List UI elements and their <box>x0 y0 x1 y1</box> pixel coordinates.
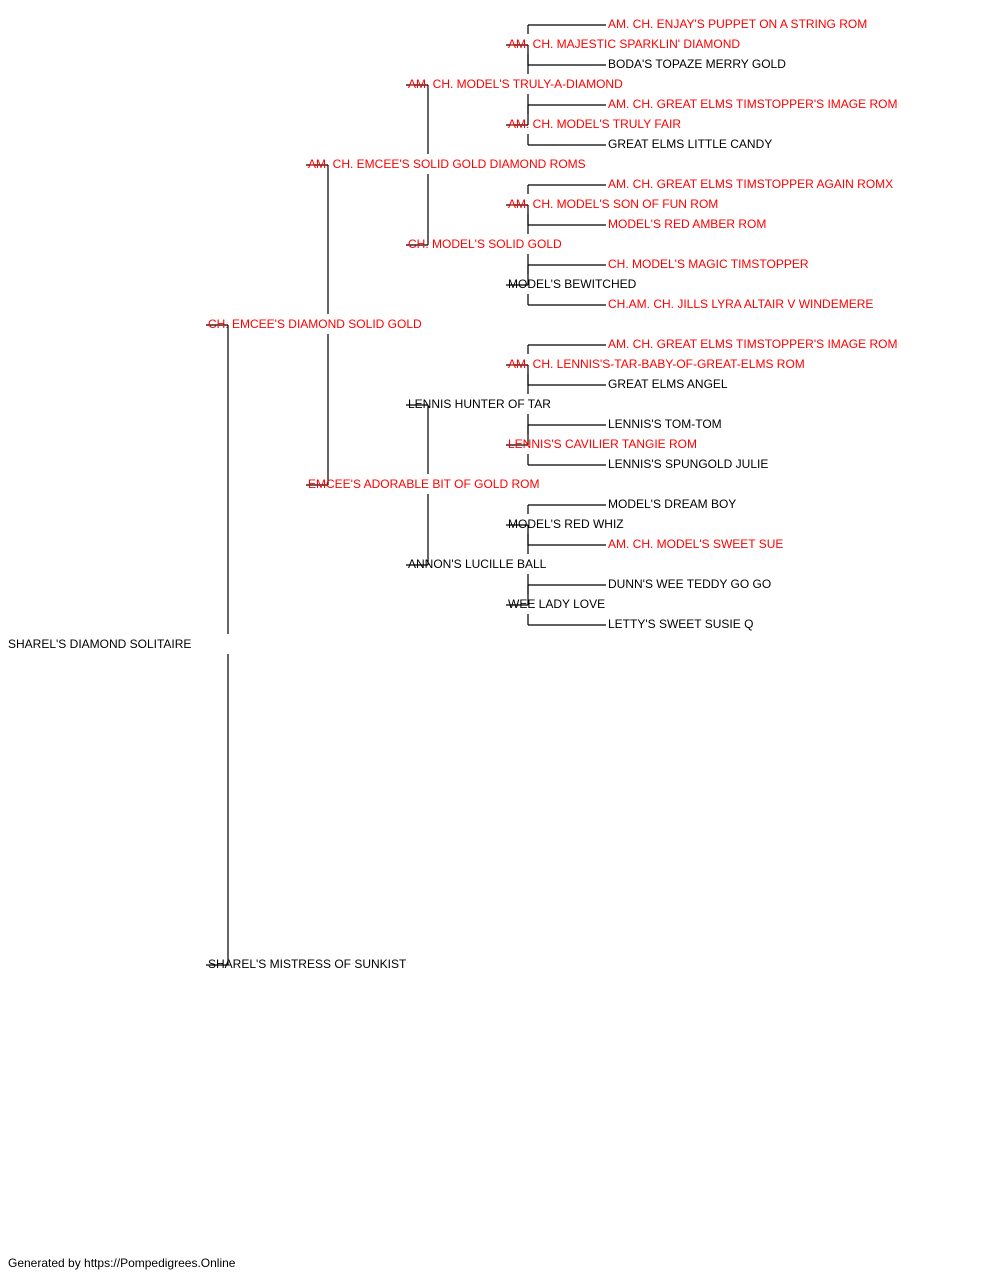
subject-name: SHAREL'S DIAMOND SOLITAIRE <box>8 637 191 651</box>
ancestor-g5-01: AM. CH. ENJAY'S PUPPET ON A STRING ROM <box>608 17 867 31</box>
ancestor-s-d-s-d: LENNIS'S CAVILIER TANGIE ROM <box>508 437 697 451</box>
connector-lines <box>206 24 606 966</box>
ancestor-s-d: EMCEE'S ADORABLE BIT OF GOLD ROM <box>308 477 539 491</box>
ancestor-g5-04: GREAT ELMS LITTLE CANDY <box>608 137 772 151</box>
ancestor-s-d-s: LENNIS HUNTER OF TAR <box>408 397 551 411</box>
ancestor-dam: SHAREL'S MISTRESS OF SUNKIST <box>208 957 407 971</box>
ancestor-names: SHAREL'S DIAMOND SOLITAIRE CH. EMCEE'S DI… <box>8 17 897 971</box>
ancestor-s-s-s: AM. CH. MODEL'S TRULY-A-DIAMOND <box>408 77 623 91</box>
ancestor-g5-16: LETTY'S SWEET SUSIE Q <box>608 617 753 631</box>
ancestor-s-d-d-s: MODEL'S RED WHIZ <box>508 517 624 531</box>
ancestor-s-s-d-d: MODEL'S BEWITCHED <box>508 277 637 291</box>
ancestor-g5-12: LENNIS'S SPUNGOLD JULIE <box>608 457 768 471</box>
ancestor-s-d-d-d: WEE LADY LOVE <box>508 597 605 611</box>
ancestor-g5-15: DUNN'S WEE TEDDY GO GO <box>608 577 771 591</box>
ancestor-s-d-s-s: AM. CH. LENNIS'S-TAR-BABY-OF-GREAT-ELMS … <box>508 357 805 371</box>
ancestor-g5-06: MODEL'S RED AMBER ROM <box>608 217 766 231</box>
ancestor-g5-13: MODEL'S DREAM BOY <box>608 497 736 511</box>
ancestor-sire: CH. EMCEE'S DIAMOND SOLID GOLD <box>208 317 422 331</box>
ancestor-g5-02: BODA'S TOPAZE MERRY GOLD <box>608 57 786 71</box>
ancestor-g5-14: AM. CH. MODEL'S SWEET SUE <box>608 537 783 551</box>
ancestor-g5-11: LENNIS'S TOM-TOM <box>608 417 722 431</box>
ancestor-g5-07: CH. MODEL'S MAGIC TIMSTOPPER <box>608 257 809 271</box>
ancestor-s-s-d-s: AM. CH. MODEL'S SON OF FUN ROM <box>508 197 718 211</box>
ancestor-s-s-s-s: AM. CH. MAJESTIC SPARKLIN' DIAMOND <box>508 37 740 51</box>
ancestor-g5-08: CH.AM. CH. JILLS LYRA ALTAIR V WINDEMERE <box>608 297 873 311</box>
ancestor-g5-03: AM. CH. GREAT ELMS TIMSTOPPER'S IMAGE RO… <box>608 97 897 111</box>
ancestor-s-d-d: ANNON'S LUCILLE BALL <box>408 557 547 571</box>
footer-credit: Generated by https://Pompedigrees.Online <box>8 1256 236 1270</box>
ancestor-s-s-s-d: AM. CH. MODEL'S TRULY FAIR <box>508 117 681 131</box>
ancestor-g5-05: AM. CH. GREAT ELMS TIMSTOPPER AGAIN ROMX <box>608 177 893 191</box>
ancestor-g5-09: AM. CH. GREAT ELMS TIMSTOPPER'S IMAGE RO… <box>608 337 897 351</box>
ancestor-s-s: AM. CH. EMCEE'S SOLID GOLD DIAMOND ROMS <box>308 157 586 171</box>
ancestor-g5-10: GREAT ELMS ANGEL <box>608 377 728 391</box>
ancestor-s-s-d: CH. MODEL'S SOLID GOLD <box>408 237 562 251</box>
